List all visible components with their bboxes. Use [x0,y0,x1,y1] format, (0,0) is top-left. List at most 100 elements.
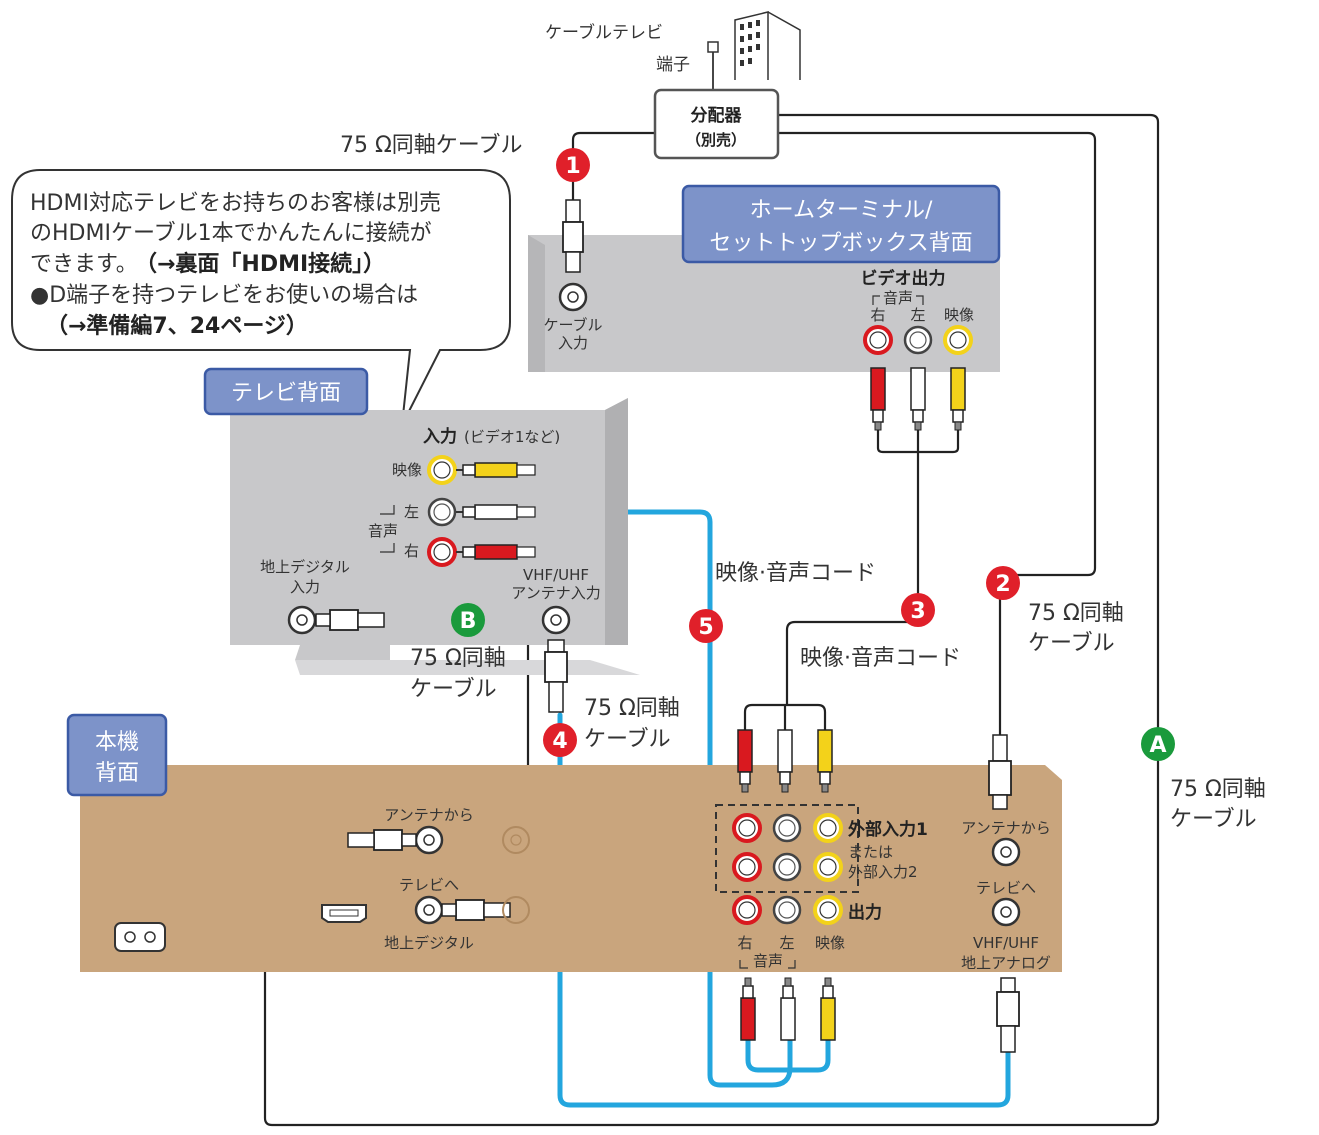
stb-video: 映像 [944,306,974,324]
hdmi-port-icon [321,904,367,923]
power-inlet-icon [114,922,166,952]
coax-b-label-1: 75 Ω同軸 [410,646,506,671]
unit-right: 右 [737,934,752,952]
badge-3: 3 [901,593,935,627]
ext1-plug-yellow [817,729,833,793]
tv-vhf-2: アンテナ入力 [511,584,600,602]
callout-line-3b: （→裏面「HDMI接続」） [135,251,385,277]
ext-input-group [715,804,859,893]
building-icon [734,11,801,80]
tv-terrestrial-1: 地上デジタル [260,558,350,576]
coax-2-label-1: 75 Ω同軸 [1028,601,1124,626]
stb-jack-red [863,325,893,355]
badge-a: A [1141,727,1175,761]
unit-or: または [848,843,893,861]
ext2-jack-red [732,852,762,882]
stb-audio: 音声 [883,289,913,307]
tv-terrestrial-2: 入力 [290,578,320,596]
av-cord-label-3: 映像·音声コード [800,646,961,671]
tv-title: テレビ背面 [231,381,341,406]
tv-vhf-1: VHF/UHF [523,566,589,584]
unit-title-2: 背面 [95,761,139,786]
coax-plug-4 [996,977,1020,1053]
tv-audio: 音声 [368,522,398,540]
ext1-jack-red [732,813,762,843]
tv-input-sub: (ビデオ1など) [464,428,560,446]
tv-vhf-plug [544,639,568,713]
badge-5: 5 [689,609,723,643]
unit-analog: 地上アナログ [961,954,1051,972]
badge-b: B [451,603,485,637]
tv-plug-yellow [462,462,536,478]
ext2-jack-white [772,852,802,882]
coax-4-label-2: ケーブル [584,727,671,752]
stb-right: 右 [870,306,885,324]
ext1-plug-red [737,729,753,793]
tv-input-bold: 入力 [423,426,457,447]
out-plug-red [740,977,756,1041]
callout-bubble [11,169,511,426]
coax-plug-1 [562,199,584,273]
unit-to-tv-jack-left [414,895,444,925]
unit-to-tv-left: テレビへ [399,876,459,894]
unit-left: 左 [779,934,794,952]
unit-to-tv-jack-right [991,897,1021,927]
splitter-label: 分配器 [691,106,743,126]
stb-title-2: セットトップボックス背面 [709,231,972,256]
coax-a-label-2: ケーブル [1170,807,1257,832]
unit-terrestrial: 地上デジタル [384,934,474,952]
callout-line-5: （→準備編7、24ページ） [46,313,308,339]
coax-plug-2 [988,734,1012,810]
cable-terminal-label-2: 端子 [656,55,690,75]
splitter-box [653,88,780,160]
badge-1: 1 [556,148,590,182]
stb-plug-white [910,367,926,431]
tv-title-box [203,367,369,416]
unit-to-tv-right: テレビへ [976,879,1036,897]
svg-text:5: 5 [698,615,713,640]
out-plug-white [780,977,796,1041]
out-plug-yellow [820,977,836,1041]
tv-panel [230,398,628,645]
stb-cable-in-2: 入力 [558,334,588,352]
stb-plug-red [870,367,886,431]
callout-line-4: ●D端子を持つテレビをお使いの場合は [30,283,418,308]
badge-4: 4 [543,723,577,757]
unit-video: 映像 [815,934,845,952]
stb-video-out: ビデオ出力 [861,268,946,289]
ext1-plug-white [777,729,793,793]
callout-line-3a: できます。 [30,252,138,277]
stb-title-box [681,184,1001,264]
tv-vhf-jack [541,605,571,635]
unit-antenna-jack-left [414,825,444,855]
unit-antenna-from-right: アンテナから [961,819,1050,837]
callout-line-2: のHDMIケーブル1本でかんたんに接続が [30,221,432,246]
cable-terminal-icon [707,41,719,53]
unit-output: 出力 [848,902,882,923]
stb-jack-white [903,325,933,355]
cable-terminal-label-1: ケーブルテレビ [545,22,663,43]
tv-jack-yellow [427,455,457,485]
unit-antenna-jack-right [991,837,1021,867]
ext2-jack-yellow [813,852,843,882]
unit-ext-input1: 外部入力1 [848,819,928,840]
ext1-jack-yellow [813,813,843,843]
out-jack-yellow [813,895,843,925]
av-cord-label-5: 映像·音声コード [715,561,876,586]
svg-text:2: 2 [995,572,1010,597]
unit-vhf: VHF/UHF [973,934,1039,952]
tv-plug-red [462,544,536,560]
out-jack-white [772,895,802,925]
stb-jack-yellow [943,325,973,355]
unit-ext-input2: 外部入力2 [848,863,918,881]
tv-jack-red [427,537,457,567]
coax-4-label-1: 75 Ω同軸 [584,696,680,721]
svg-text:3: 3 [910,599,925,624]
ext1-jack-white [772,813,802,843]
svg-text:1: 1 [565,154,580,179]
tv-terrestrial-jack [287,605,317,635]
tv-plug-white [462,504,536,520]
coax-top-label: 75 Ω同軸ケーブル [340,133,522,158]
stb-left: 左 [910,306,925,324]
